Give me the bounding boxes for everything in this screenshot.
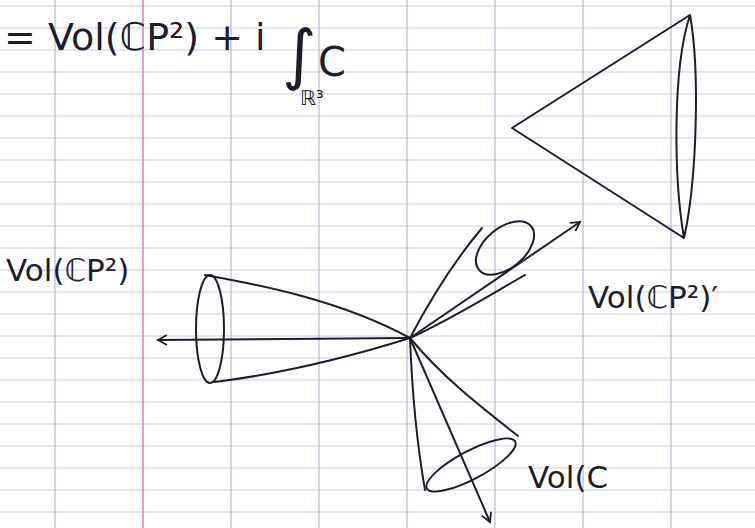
paper-rule (0, 160, 755, 161)
paper-rule (671, 0, 672, 528)
paper-rule (0, 358, 755, 359)
left-cone-rim (196, 275, 224, 383)
cone-triangle (512, 15, 696, 238)
paper-rule (0, 138, 755, 139)
integral-domain: ℝ³ (300, 88, 324, 108)
lower-cone (410, 338, 518, 490)
upper-cone (410, 228, 525, 338)
paper-rule (0, 204, 755, 205)
paper-rule (495, 0, 496, 528)
paper-rule (0, 226, 755, 227)
paper-rule (0, 94, 755, 95)
integrand: C (318, 42, 346, 82)
paper-rule (0, 314, 755, 315)
left-cone (205, 275, 410, 382)
paper-rule (0, 402, 755, 403)
paper-rule (0, 116, 755, 117)
paper-rule (0, 424, 755, 425)
paper-rule (583, 0, 584, 528)
paper-rule (231, 0, 232, 528)
upper-axis (410, 222, 580, 338)
paper-rule (0, 380, 755, 381)
paper-rule (0, 72, 755, 73)
paper-rule (142, 0, 144, 528)
paper-rule (0, 512, 755, 513)
paper-rule (407, 0, 408, 528)
formula-text: = Vol(ℂP²) + i (4, 18, 266, 56)
cone-label: Vol(C (528, 462, 608, 493)
paper-rule (0, 490, 755, 491)
lower-axis (410, 338, 490, 522)
paper-rule (0, 446, 755, 447)
left-axis (158, 338, 410, 340)
paper-rule (0, 468, 755, 469)
paper-rule (0, 182, 755, 183)
cone-label: Vol(ℂP²)′ (588, 282, 718, 313)
lower-cone-rim (420, 429, 521, 501)
cone-label: Vol(ℂP²) (6, 255, 129, 286)
paper-rule (0, 248, 755, 249)
paper-rule (0, 6, 755, 7)
paper-rule (0, 336, 755, 337)
integral-sign: ∫ (282, 22, 316, 88)
